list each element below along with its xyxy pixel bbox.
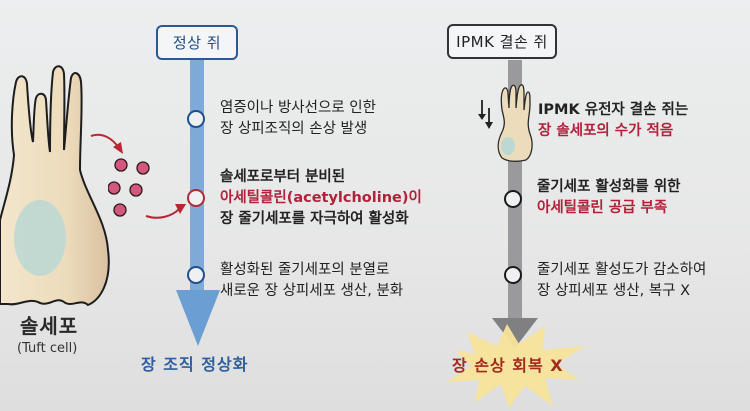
small-tuft-cell-icon (497, 84, 533, 162)
ipmk-step-3: 줄기세포 활성도가 감소하여 장 상피세포 생산, 복구 X (537, 262, 707, 299)
timeline-node-highlight (187, 189, 205, 207)
acetylcholine-molecule-icons (108, 158, 150, 217)
curved-red-arrow-icon (90, 133, 123, 154)
normal-step-2: 솔세포로부터 분비된 아세틸콜린(acetylcholine)이 장 줄기세포를… (220, 169, 422, 227)
starburst-icon (447, 324, 585, 408)
curved-red-arrow-icon (145, 204, 186, 219)
ipmk-step-2: 줄기세포 활성화를 위한 아세틸콜린 공급 부족 (537, 179, 681, 216)
normal-timeline-bar (190, 60, 204, 292)
tuft-cell-illustration (0, 65, 110, 307)
tuft-cell-sublabel: (Tuft cell) (17, 341, 78, 356)
timeline-node (187, 110, 205, 128)
normal-step-1: 염증이나 방사선으로 인한 장 상피조직의 손상 발생 (220, 100, 376, 137)
timeline-node (504, 266, 522, 284)
timeline-node (187, 266, 205, 284)
timeline-node (504, 190, 522, 208)
normal-result: 장 조직 정상화 (141, 355, 249, 374)
down-arrow-icon (176, 290, 220, 346)
ipmk-mouse-title: IPMK 결손 쥐 (447, 24, 557, 59)
normal-step-3: 활성화된 줄기세포의 분열로 새로운 장 상피세포 생산, 분화 (220, 262, 404, 299)
ipmk-result: 장 손상 회복 X (452, 356, 564, 375)
tuft-cell-label: 솔세포 (20, 314, 79, 338)
ipmk-step-1: IPMK 유전자 결손 쥐는 장 솔세포의 수가 적음 (538, 102, 689, 139)
normal-mouse-title: 정상 쥐 (156, 25, 238, 60)
double-down-arrow-icon (478, 100, 493, 129)
